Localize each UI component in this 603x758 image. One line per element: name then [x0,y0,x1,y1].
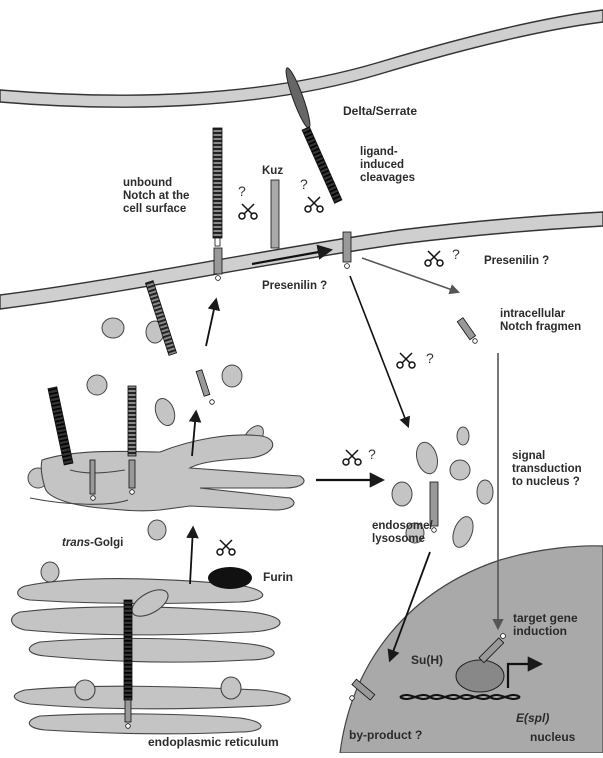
label-ligand-cleavages-2: induced [360,159,404,172]
label-trans-golgi: trans-Golgi [62,537,123,550]
label-signal-transduction-1: signal [512,450,545,463]
question-mark: ? [368,446,376,462]
label-signal-transduction-2: transduction [512,463,582,476]
label-unbound-notch-1: unbound [123,177,172,190]
furin-protease [208,567,252,589]
notch-receptor-surface [213,128,222,280]
label-intracellular-fragment-1: intracellular [500,308,565,321]
label-target-gene-2: induction [513,625,567,638]
label-endosome-lysosome-1: endosome/ [372,520,433,533]
label-by-product: by-product ? [349,729,422,742]
label-e-spl: E(spl) [516,712,549,725]
label-kuz: Kuz [262,165,283,178]
nucleus [340,546,603,753]
label-presenilin-center: Presenilin ? [262,280,327,293]
question-mark: ? [300,176,308,192]
label-su-h: Su(H) [411,654,443,667]
intracellular-notch-fragment [457,318,477,344]
question-mark: ? [452,246,460,262]
label-unbound-notch-3: cell surface [123,203,186,216]
question-mark: ? [426,350,434,366]
question-mark: ? [238,183,246,199]
label-presenilin-right: Presenilin ? [484,255,549,268]
label-endoplasmic-reticulum: endoplasmic reticulum [148,736,279,749]
label-furin: Furin [263,571,293,584]
label-signal-transduction-3: to nucleus ? [512,476,580,489]
trans-golgi [30,435,304,511]
label-nucleus: nucleus [530,731,575,744]
label-ligand-cleavages-1: ligand- [360,146,398,159]
label-unbound-notch-2: Notch at the [123,190,189,203]
endoplasmic-reticulum [12,579,291,734]
label-trans-golgi-italic: trans [62,537,90,549]
label-trans-golgi-rest: -Golgi [90,537,123,549]
label-endosome-lysosome-2: lysosome [372,533,425,546]
label-intracellular-fragment-2: Notch fragmen [500,321,581,334]
kuz-protease [271,180,279,248]
notch-cleaved-membrane [343,232,351,268]
label-ligand-cleavages-3: cleavages [360,172,415,185]
label-delta-serrate: Delta/Serrate [343,105,417,118]
